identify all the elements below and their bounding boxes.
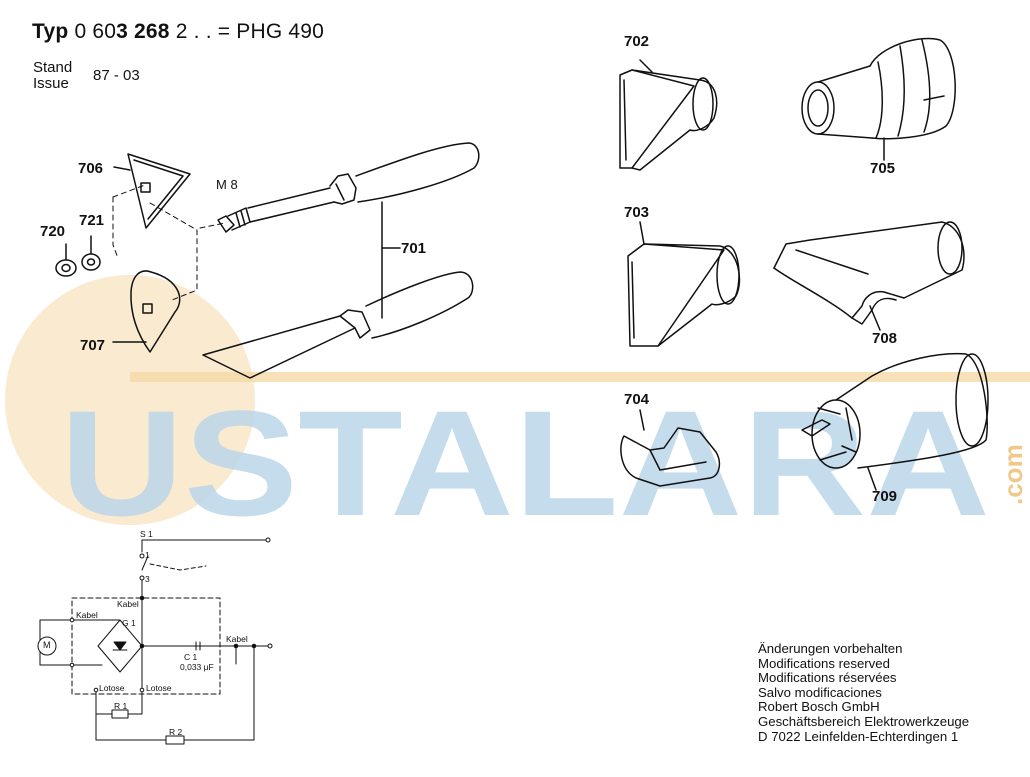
issue-date: 87 - 03 [93, 67, 140, 84]
company-division: Geschäftsbereich Elektrowerkzeuge [758, 713, 970, 729]
assembly-dashed-lines [112, 184, 226, 301]
callout-705: 705 [870, 160, 896, 177]
callout-701: 701 [401, 240, 427, 257]
callout-706: 706 [78, 160, 104, 177]
callout-703: 703 [624, 204, 650, 221]
rectifier-g1-label: G 1 [122, 618, 136, 628]
watermark-suffix: .com [998, 444, 1028, 505]
part-701-bracket [381, 201, 401, 319]
document-title: Typ 0 603 268 2 . . = PHG 490 [32, 20, 324, 44]
resistor-r1-label: R 1 [114, 701, 128, 711]
lotose-right-label: Lotose [146, 683, 172, 693]
part-707-teardrop-blade [112, 270, 181, 353]
part-706-triangle-blade [113, 153, 191, 229]
switch-s1-label: S 1 [140, 529, 153, 539]
switch-pos-3-label: 3 [145, 574, 150, 584]
note-es: Salvo modificaciones [758, 684, 882, 700]
callout-708: 708 [872, 330, 898, 347]
stand-label: Stand [33, 59, 73, 76]
part-704-clip [620, 409, 721, 487]
callout-721: 721 [79, 212, 105, 229]
model-name: 2 . . = PHG 490 [175, 20, 325, 43]
callout-704: 704 [624, 391, 650, 408]
part-708-spoon-nozzle [773, 221, 965, 331]
watermark-orange-disc [5, 275, 255, 525]
stand-issue-labels: Stand Issue [33, 60, 72, 92]
capacitor-c1-label: C 1 [184, 652, 198, 662]
watermark-text: USTALARA [60, 379, 990, 547]
callout-720: 720 [40, 223, 66, 240]
resistor-r2-label: R 2 [169, 727, 183, 737]
kabel-top-label: Kabel [117, 599, 139, 609]
motor-symbol-label: M [43, 640, 51, 650]
capacitor-value-label: 0,033 μF [180, 662, 214, 672]
callout-707: 707 [80, 337, 106, 354]
callout-709: 709 [872, 488, 898, 505]
part-701-scraper [202, 271, 474, 379]
part-705-reducing-nozzle [801, 37, 956, 161]
company-name: Robert Bosch GmbH [758, 699, 880, 715]
note-fr: Modifications réservées [758, 670, 897, 686]
part-701-threaded-handle [217, 142, 480, 233]
part-702-flat-nozzle [619, 59, 718, 171]
part-number-main: 3 268 [116, 20, 170, 43]
note-en: Modifications reserved [758, 655, 890, 671]
lotose-left-label: Lotose [99, 683, 125, 693]
watermark-orange-stripe [130, 372, 1030, 382]
switch-pos-1-label: 1 [145, 550, 150, 560]
typ-label: Typ [32, 20, 69, 43]
company-address: D 7022 Leinfelden-Echterdingen 1 [758, 728, 959, 744]
notes-block: Änderungen vorbehalten Modifications res… [758, 641, 970, 744]
callout-702: 702 [624, 33, 650, 50]
kabel-left-label: Kabel [76, 610, 98, 620]
part-703-flat-nozzle [627, 221, 741, 347]
part-720-nut [55, 243, 77, 277]
part-number-prefix: 0 60 [74, 20, 117, 43]
part-709-reflector-nozzle [801, 352, 989, 491]
issue-label: Issue [33, 75, 69, 92]
wiring-diagram [37, 537, 273, 745]
thread-size-label: M 8 [216, 177, 238, 192]
kabel-right-label: Kabel [226, 634, 248, 644]
note-de: Änderungen vorbehalten [758, 641, 903, 656]
part-721-washer [81, 235, 101, 271]
